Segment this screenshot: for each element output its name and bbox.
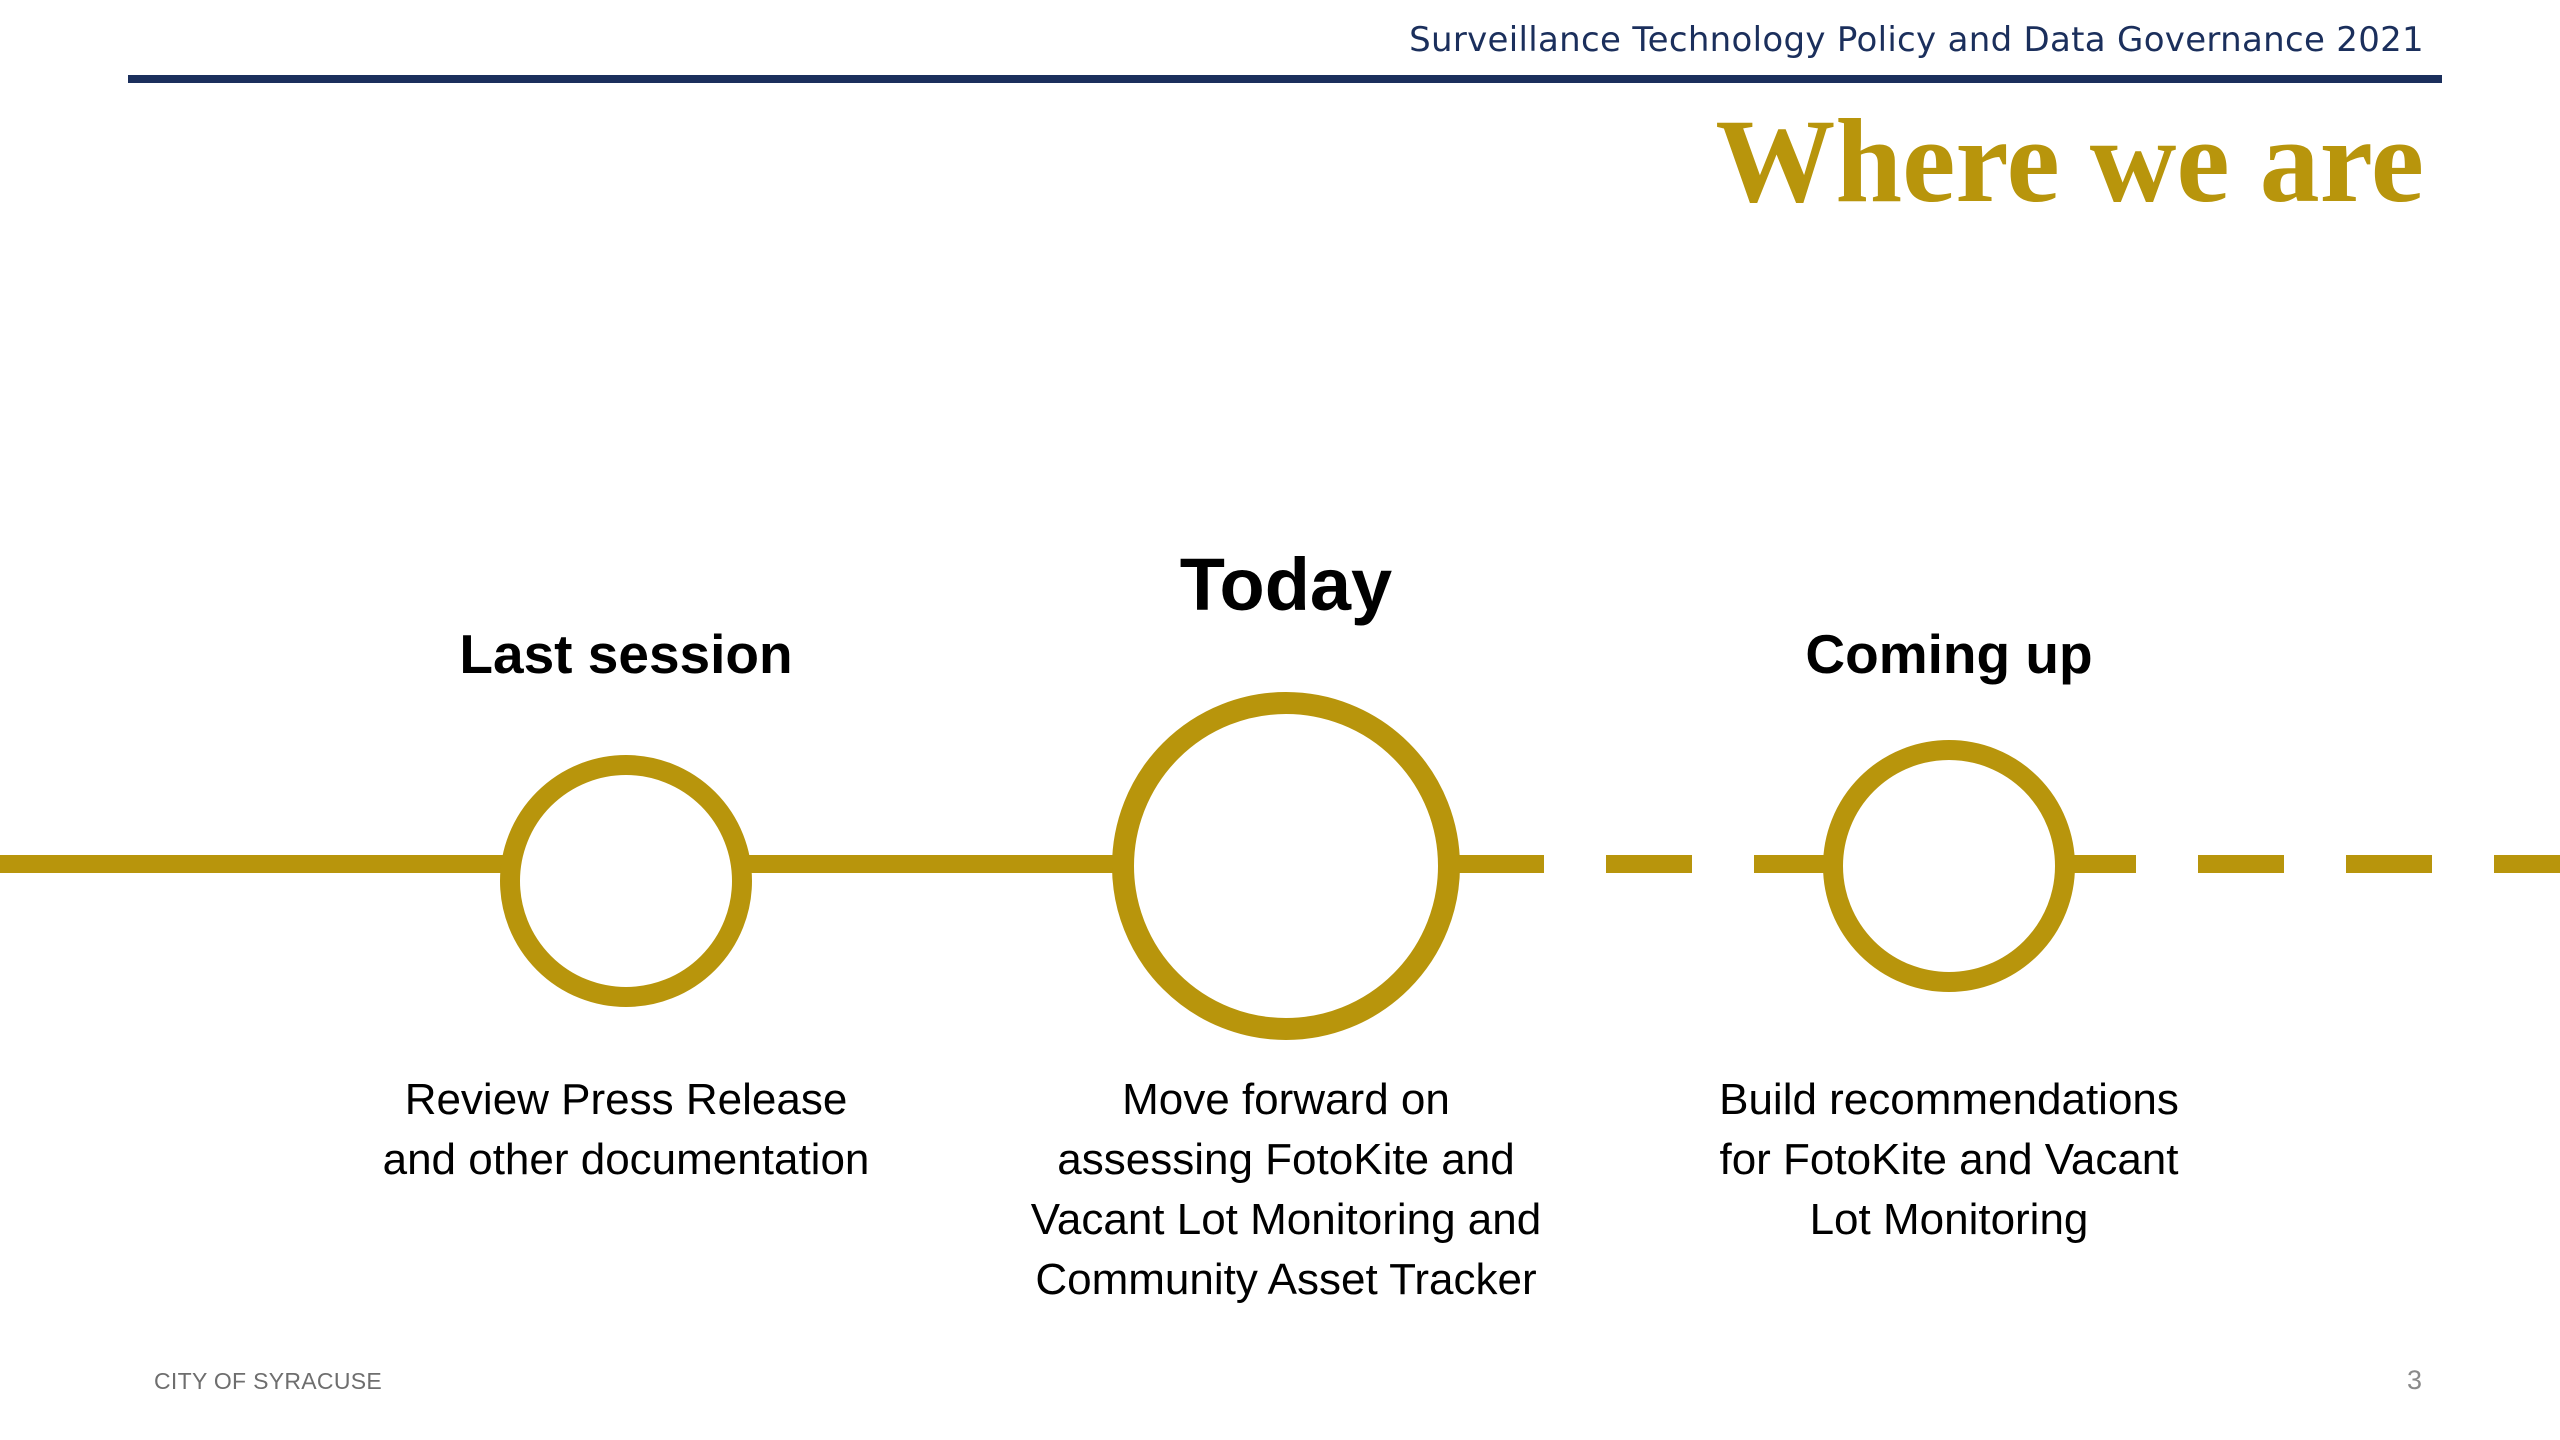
header-title: Surveillance Technology Policy and Data …: [1409, 20, 2424, 60]
milestone-circle-coming-up: [1823, 740, 2075, 992]
milestone-description-last-session: Review Press Release and other documenta…: [382, 1075, 870, 1184]
page-number: 3: [2406, 1365, 2422, 1395]
header-divider: [128, 75, 2442, 83]
milestone-circle-today: [1112, 692, 1460, 1040]
footer-organization: CITY OF SYRACUSE: [154, 1368, 383, 1394]
milestone-circle-last-session: [500, 755, 752, 1007]
slide-title: Where we are: [1715, 94, 2424, 227]
milestone-description-today: Move forward on assessing FotoKite and V…: [1030, 1075, 1542, 1304]
milestone-description-coming-up: Build recommendations for FotoKite and V…: [1719, 1075, 2179, 1244]
milestone-label-coming-up: Coming up: [1805, 623, 2093, 685]
milestone-label-last-session: Last session: [459, 623, 793, 685]
milestone-label-today: Today: [1179, 543, 1393, 626]
